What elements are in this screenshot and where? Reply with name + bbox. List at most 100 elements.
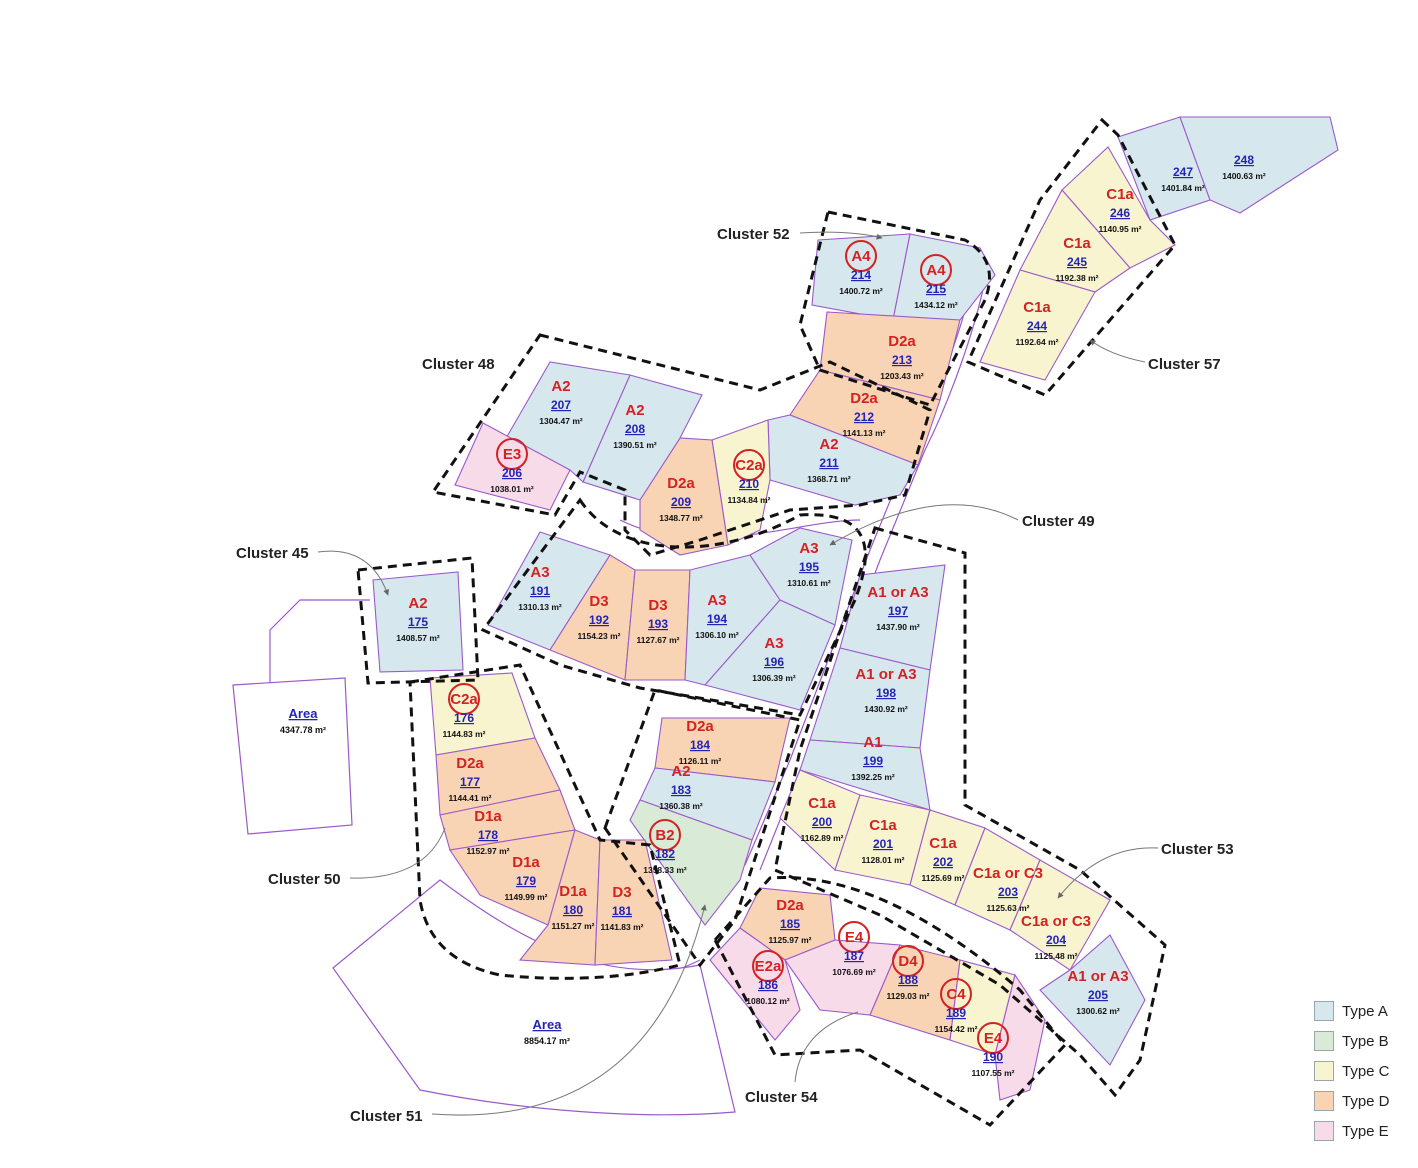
plot-number[interactable]: 248 — [1234, 153, 1254, 167]
plot-area: 1128.01 m² — [861, 855, 904, 865]
legend-label: Type B — [1342, 1032, 1389, 1050]
plot-number[interactable]: 188 — [898, 973, 918, 987]
plot-type-circle — [448, 683, 480, 715]
plot-number[interactable]: 211 — [819, 456, 839, 470]
plot-244[interactable] — [979, 269, 1096, 381]
plot-number[interactable]: 245 — [1067, 255, 1087, 269]
plot-number[interactable]: 213 — [892, 353, 912, 367]
plot-number[interactable]: 207 — [551, 398, 571, 412]
plot-number[interactable]: 212 — [854, 410, 874, 424]
plot-number[interactable]: 204 — [1046, 933, 1066, 947]
plot-number[interactable]: 198 — [876, 686, 896, 700]
plot-type: E2a — [755, 958, 782, 975]
plot-number[interactable]: 206 — [502, 466, 522, 480]
plot-number[interactable]: 205 — [1088, 988, 1108, 1002]
plot-number[interactable]: 187 — [844, 949, 864, 963]
legend-swatch — [1314, 1061, 1334, 1081]
plot-181[interactable] — [594, 839, 673, 966]
plot-number[interactable]: 177 — [460, 775, 480, 789]
plot-number[interactable]: 189 — [946, 1006, 966, 1020]
plot-number[interactable]: 215 — [926, 282, 946, 296]
plot-186[interactable] — [709, 927, 801, 1041]
plot-area: 1360.38 m² — [659, 801, 703, 811]
plot-number[interactable]: 182 — [655, 847, 675, 861]
plot-number[interactable]: 199 — [863, 754, 883, 768]
plot-182[interactable] — [629, 799, 753, 926]
plot-number[interactable]: 201 — [873, 837, 893, 851]
plot-number[interactable]: 175 — [408, 615, 428, 629]
plot-number[interactable]: 202 — [933, 855, 953, 869]
plot-type: D3 — [648, 597, 667, 614]
cluster-label-50[interactable]: Cluster 50 — [268, 871, 341, 888]
plot-number[interactable]: 214 — [851, 268, 871, 282]
plot-175[interactable] — [372, 571, 464, 673]
plot-number[interactable]: 176 — [454, 711, 474, 725]
plot-number[interactable]: 183 — [671, 783, 691, 797]
plot-number[interactable]: 246 — [1110, 206, 1130, 220]
plot-number[interactable]: 190 — [983, 1050, 1003, 1064]
plot-number[interactable]: 193 — [648, 617, 668, 631]
plot-type-circle — [733, 449, 765, 481]
cluster-label-52[interactable]: Cluster 52 — [717, 226, 790, 243]
legend-label: Type E — [1342, 1122, 1389, 1140]
plot-number[interactable]: 178 — [478, 828, 498, 842]
plot-195[interactable] — [749, 527, 853, 626]
plot-type-circle — [845, 240, 877, 272]
plot-204[interactable] — [1009, 859, 1111, 971]
plot-number[interactable]: 196 — [764, 655, 784, 669]
open-areas — [232, 677, 736, 1116]
plot-number[interactable]: 180 — [563, 903, 583, 917]
plot-area: 1192.38 m² — [1055, 273, 1098, 283]
plot-number[interactable]: 247 — [1173, 165, 1193, 179]
cluster-boundary — [480, 497, 867, 717]
plot-number[interactable]: 208 — [625, 422, 645, 436]
cluster-callout-lines — [317, 231, 1159, 1116]
plot-type: C1a — [1106, 186, 1134, 203]
cluster-label-53[interactable]: Cluster 53 — [1161, 841, 1234, 858]
plot-number[interactable]: 209 — [671, 495, 691, 509]
plot-number[interactable]: 203 — [998, 885, 1018, 899]
area-name-west[interactable]: Area — [289, 706, 319, 721]
legend-label: Type C — [1342, 1062, 1390, 1080]
plot-number[interactable]: 197 — [888, 604, 908, 618]
plot-number[interactable]: 195 — [799, 560, 819, 574]
plot-number[interactable]: 181 — [612, 904, 632, 918]
plot-248[interactable] — [1179, 116, 1339, 214]
plot-205[interactable] — [1039, 934, 1146, 1066]
open-area-south[interactable] — [332, 879, 736, 1116]
plot-number[interactable]: 192 — [589, 613, 609, 627]
cluster-label-45[interactable]: Cluster 45 — [236, 545, 309, 562]
plot-type: C4 — [946, 986, 966, 1003]
open-area-west[interactable] — [232, 677, 353, 835]
plot-215[interactable] — [892, 233, 996, 321]
plot-number[interactable]: 184 — [690, 738, 710, 752]
plot-number[interactable]: 210 — [739, 477, 759, 491]
plot-number[interactable]: 244 — [1027, 319, 1047, 333]
plot-number[interactable]: 186 — [758, 978, 778, 992]
plot-number[interactable]: 194 — [707, 612, 727, 626]
cluster-label-54[interactable]: Cluster 54 — [745, 1089, 818, 1106]
area-name-south[interactable]: Area — [533, 1017, 563, 1032]
legend-swatch — [1314, 1091, 1334, 1111]
plot-number[interactable]: 191 — [530, 584, 550, 598]
cluster-label-49[interactable]: Cluster 49 — [1022, 513, 1095, 530]
cluster-label-48[interactable]: Cluster 48 — [422, 356, 495, 373]
plot-number[interactable]: 200 — [812, 815, 832, 829]
cluster-label-51[interactable]: Cluster 51 — [350, 1108, 423, 1125]
plot-number[interactable]: 179 — [516, 874, 536, 888]
cluster-label-57[interactable]: Cluster 57 — [1148, 356, 1221, 373]
plot-number[interactable]: 185 — [780, 917, 800, 931]
plot-190[interactable] — [994, 973, 1046, 1101]
plot-206[interactable] — [454, 422, 571, 511]
plot-196[interactable] — [703, 599, 836, 711]
plot-area: 1401.84 m² — [1161, 183, 1205, 193]
